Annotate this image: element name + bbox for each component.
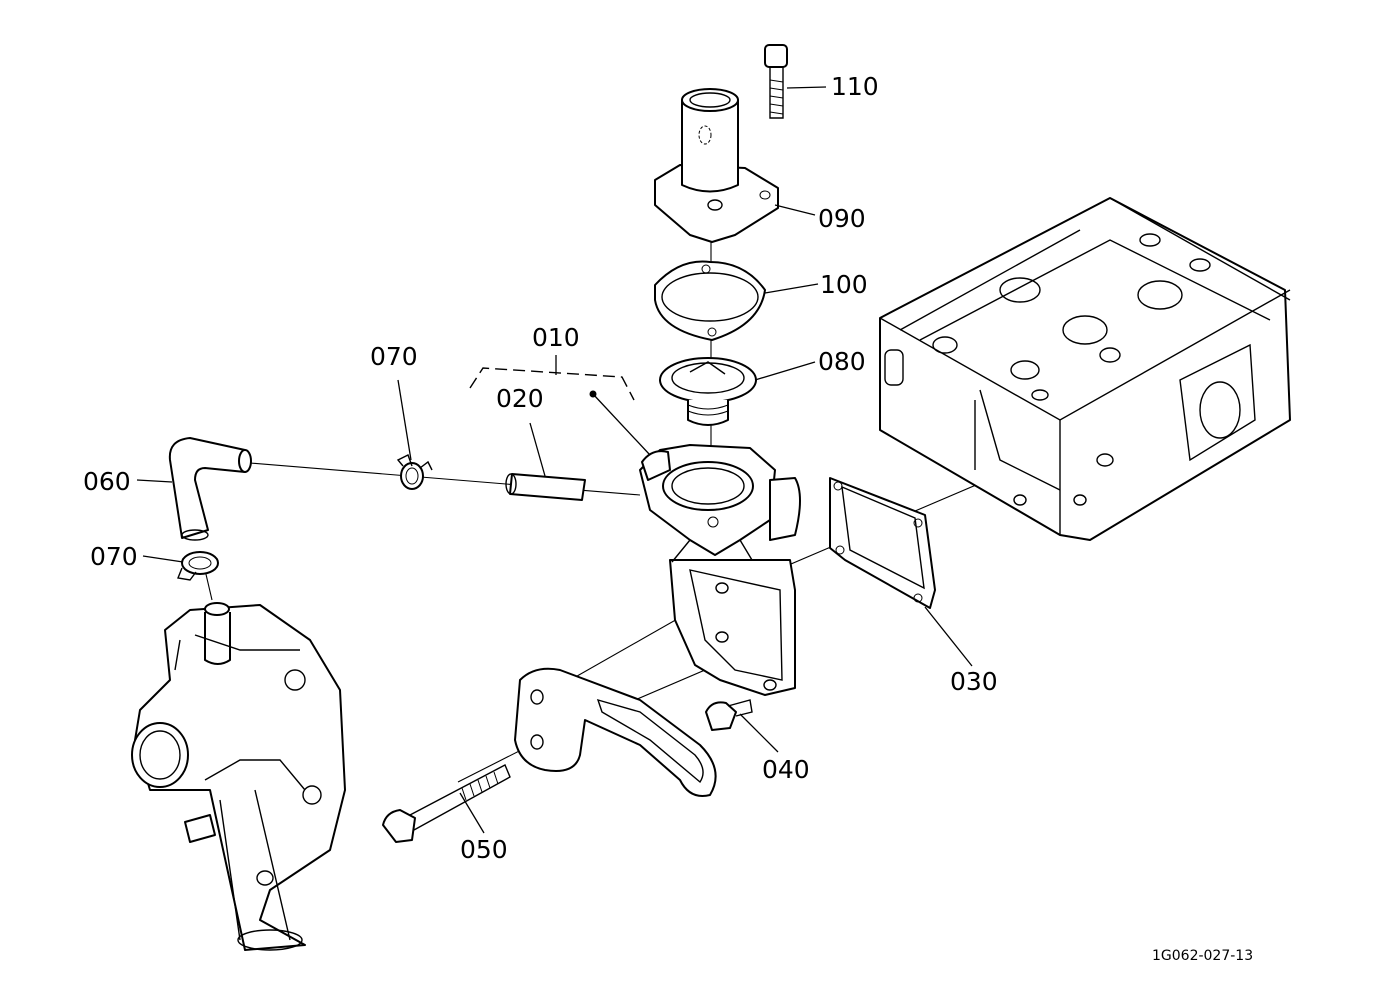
gasket-100	[654, 260, 766, 341]
callout-030: 030	[950, 667, 998, 696]
cylinder-head	[879, 197, 1291, 541]
callout-090: 090	[818, 204, 866, 233]
callout-070-lower: 070	[90, 542, 138, 571]
bypass-hose-060	[168, 437, 252, 541]
callout-010: 010	[532, 323, 580, 352]
callout-050: 050	[460, 835, 508, 864]
drawing-code: 1G062-027-13	[1152, 948, 1253, 964]
bypass-pipe-020	[505, 473, 586, 501]
thermostat-080	[659, 357, 757, 426]
assembly-010-bracket	[469, 355, 651, 456]
water-pump	[131, 602, 346, 951]
bolt-040	[705, 699, 753, 731]
adjusting-bracket	[514, 667, 717, 797]
gasket-030	[829, 477, 936, 609]
callout-070-upper: 070	[370, 342, 418, 371]
hose-clamp-070-upper	[396, 454, 433, 490]
callout-110: 110	[831, 72, 879, 101]
leader-lines	[136, 86, 973, 834]
thermostat-housing	[639, 444, 801, 696]
callout-020: 020	[496, 384, 544, 413]
callout-080: 080	[818, 347, 866, 376]
thermostat-cover-090	[654, 88, 779, 243]
callout-labels: 110 090 100 080 010 020 070 060 070 030 …	[83, 72, 1253, 964]
bolt-050	[382, 764, 511, 843]
callout-040: 040	[762, 755, 810, 784]
bolt-110	[764, 44, 788, 119]
callout-100: 100	[820, 270, 868, 299]
callout-060: 060	[83, 467, 131, 496]
hose-clamp-070-lower	[177, 551, 219, 581]
